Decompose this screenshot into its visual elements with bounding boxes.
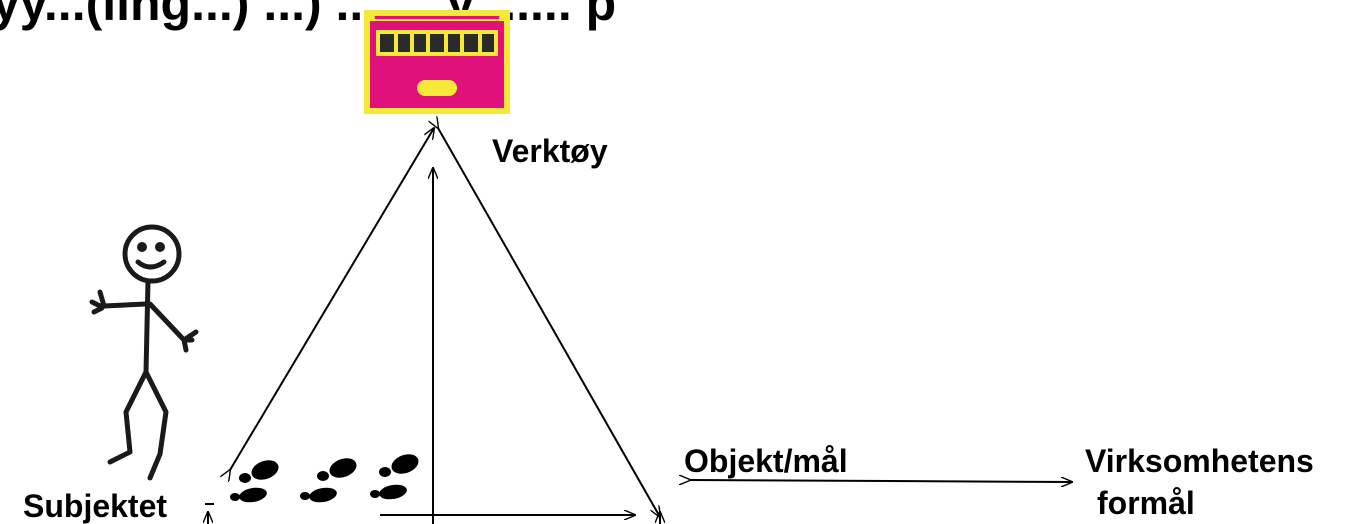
arrow-tools-object <box>438 128 660 517</box>
footprints-icon <box>230 454 419 503</box>
label-subject: Subjektet <box>23 488 168 524</box>
arrow-object-purpose <box>690 480 1072 482</box>
label-purpose-line1: Virksomhetens <box>1085 443 1314 479</box>
stick-person-icon <box>89 224 199 481</box>
label-object: Objekt/mål <box>684 443 848 479</box>
arrow-subject-tools <box>230 128 434 470</box>
label-purpose-line2: formål <box>1097 485 1195 521</box>
page-title: yy...(ling...) ...) ....... y ...... p <box>0 0 617 31</box>
label-tools: Verktøy <box>492 133 608 169</box>
toolbox-icon <box>364 10 510 114</box>
